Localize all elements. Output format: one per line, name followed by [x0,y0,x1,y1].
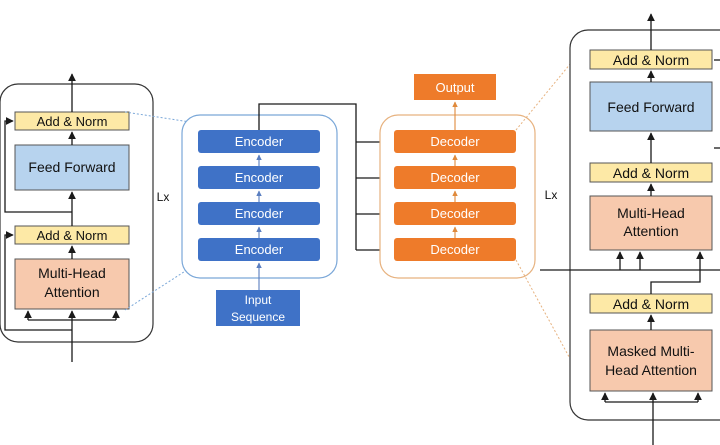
encoder-block-3-label: Encoder [235,170,284,185]
decoder-mha-line2: Attention [623,223,678,239]
decoder-block-2-label: Decoder [430,206,480,221]
arrow-icon [650,251,704,294]
encoder-zoom-line-bottom [124,267,191,311]
output-box [414,74,496,100]
decoder-repeat-label: Lx [545,188,558,202]
decoder-layer-detail: Masked Multi- Head Attention Add & Norm … [540,13,720,445]
decoder-block-1 [394,238,516,261]
decoder-block-1-label: Decoder [430,242,480,257]
encoder-block-4-label: Encoder [235,134,284,149]
decoder-block-3 [394,166,516,189]
encoder-add-norm-1-label: Add & Norm [37,228,108,243]
decoder-stack-frame [379,114,536,279]
encoder-block-1-label: Encoder [235,242,284,257]
encoder-feed-forward-label: Feed Forward [28,159,115,175]
decoder-block-4-label: Decoder [430,134,480,149]
decoder-feed-forward [589,81,713,132]
encoder-block-1 [198,238,320,261]
decoder-add-norm-1-label: Add & Norm [613,296,689,312]
encoder-output-bus [258,103,357,250]
encoder-residual-2 [4,117,72,213]
decoder-block-4 [394,130,516,153]
encoder-mha-line1: Multi-Head [38,265,106,281]
output-label: Output [435,80,474,95]
decoder-zoom-line-top [515,51,581,131]
input-line1: Input [245,293,272,307]
encoder-layer-detail: Multi-Head Attention Add & Norm Feed For… [0,73,154,362]
encoder-repeat-label: Lx [157,190,170,204]
decoder-stack: Decoder Decoder Decoder Decoder [379,101,536,279]
decoder-multi-head-attention [589,195,713,251]
encoder-block-3 [198,166,320,189]
masked-line1: Masked Multi- [607,343,694,359]
encoder-zoom-line-top [124,111,191,123]
decoder-mha-line1: Multi-Head [617,205,685,221]
encoder-add-norm-2-label: Add & Norm [37,114,108,129]
input-sequence-box [216,290,300,326]
masked-line2: Head Attention [605,362,697,378]
encoder-residual-1 [4,231,72,331]
decoder-block-3-label: Decoder [430,170,480,185]
decoder-feed-forward-label: Feed Forward [607,99,694,115]
encoder-block-2 [198,202,320,225]
encoder-block-4 [198,130,320,153]
encoder-block-2-label: Encoder [235,206,284,221]
decoder-add-norm-2-label: Add & Norm [613,165,689,181]
decoder-add-norm-3-label: Add & Norm [613,52,689,68]
encoder-stack: Encoder Encoder Encoder Encoder [181,114,338,279]
input-line2: Sequence [231,310,285,324]
decoder-block-2 [394,202,516,225]
decoder-masked-attention [589,329,713,392]
encoder-mha-line2: Attention [44,284,99,300]
